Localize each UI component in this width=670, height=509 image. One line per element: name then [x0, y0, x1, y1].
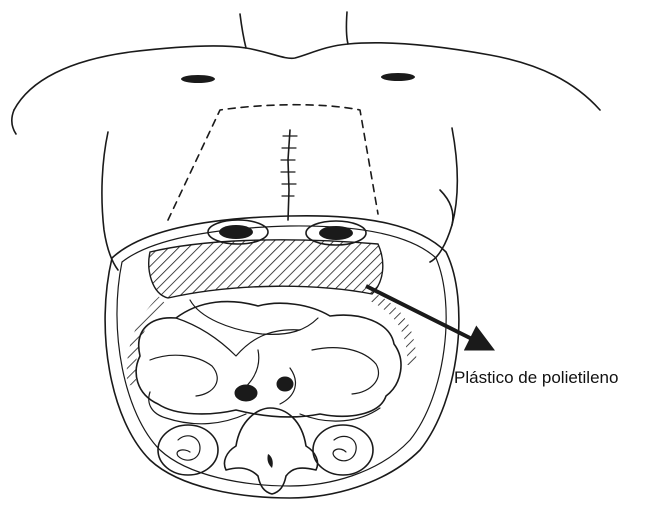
dashed-skin-flap — [168, 105, 378, 220]
right-nipple — [381, 73, 415, 81]
annotation-arrow — [366, 286, 490, 348]
left-nipple — [181, 75, 215, 83]
left-flank-line — [102, 132, 118, 270]
sutured-incision — [281, 130, 297, 220]
polyethylene-label: Plástico de polietileno — [454, 368, 618, 387]
peritoneal-lining-hatched — [131, 296, 412, 385]
aorta — [277, 377, 293, 391]
vena-cava — [235, 385, 257, 401]
right-armpit-line — [440, 190, 453, 225]
vertebra — [224, 408, 317, 494]
shoulder-contour — [14, 43, 600, 110]
left-arm-line — [12, 110, 16, 134]
neck-right-line — [346, 12, 348, 44]
neck-left-line — [240, 14, 246, 48]
bowel-loops — [136, 300, 401, 424]
polyethylene-sheet-hatched — [149, 240, 383, 298]
right-kidney — [313, 425, 373, 475]
